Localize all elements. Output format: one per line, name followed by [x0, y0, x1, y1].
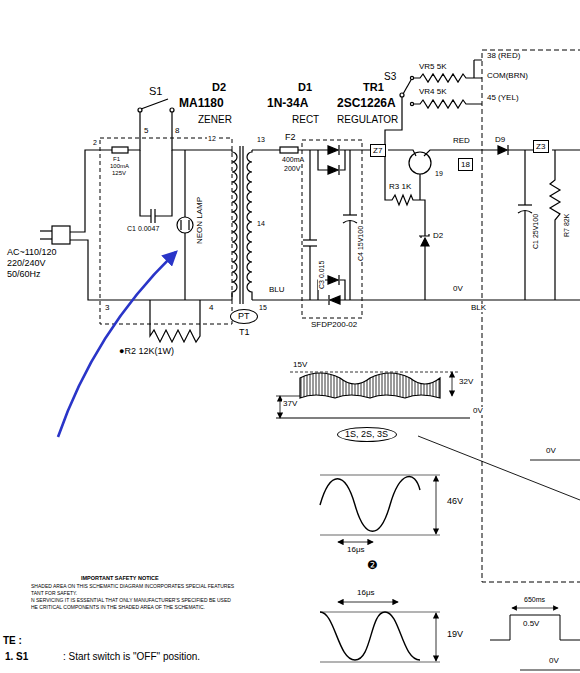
- label-text: 13: [256, 136, 266, 143]
- label-text: 37V: [282, 400, 298, 408]
- label-text: BLU: [268, 286, 286, 294]
- label-text: C3 0.015: [318, 260, 325, 290]
- oval-tag: 1S, 2S, 3S: [337, 427, 397, 442]
- label-text: ZENER: [197, 115, 233, 126]
- label-text: S3: [383, 72, 397, 83]
- label-text: SHADED AREA ON THIS SCHEMATIC DIAGRAM IN…: [30, 584, 235, 589]
- node-text: PT: [238, 311, 250, 321]
- label-text: N SERVICING IT IS ESSENTIAL THAT ONLY MA…: [30, 598, 232, 603]
- label-text: 32V: [458, 378, 474, 386]
- label-text: 0.5V: [522, 620, 540, 628]
- label-text: T1: [238, 328, 251, 337]
- label-text: F2: [284, 133, 297, 142]
- fuse-symbol: [112, 147, 128, 153]
- label-text: ❷: [366, 559, 379, 572]
- resistor-symbol: [150, 300, 200, 342]
- label-text: 220/240V: [6, 259, 47, 268]
- sine-waveform: [320, 476, 420, 531]
- label-text: 0V: [548, 657, 560, 665]
- neon-lamp-symbol: [177, 217, 193, 233]
- plug-symbol: [52, 226, 70, 244]
- terminal-box: Z3: [533, 140, 549, 153]
- oval-tag: PT: [230, 309, 258, 324]
- node-text: Z3: [536, 142, 545, 151]
- label-text: D2: [432, 232, 444, 240]
- terminal-box: Z7: [370, 144, 386, 157]
- label-text: 2SC1226A: [336, 97, 397, 110]
- label-text: RED: [452, 137, 471, 145]
- label-text: S1: [148, 86, 163, 98]
- label-text: C1 0.0047: [126, 225, 160, 232]
- label-text: TE :: [2, 636, 23, 647]
- label-text: 0V: [452, 285, 464, 293]
- label-text: 400mA: [281, 156, 305, 163]
- label-text: 19: [434, 170, 444, 177]
- transistor-symbol: [409, 152, 431, 174]
- label-text: RECT: [291, 115, 320, 126]
- label-text: 15V: [292, 361, 308, 369]
- node-text: Z7: [373, 146, 382, 155]
- label-text: 16μs: [346, 546, 366, 554]
- label-text: ●R2 12K(1W): [118, 347, 175, 356]
- label-text: 2: [92, 139, 98, 146]
- label-text: C4 15V100: [357, 225, 364, 262]
- label-text: 100mA: [109, 163, 130, 169]
- label-text: HE CRITICAL COMPONENTS IN THE SHADED ARE…: [30, 605, 206, 610]
- label-text: VR5 5K: [418, 63, 448, 71]
- transformer-coil: [247, 150, 252, 300]
- label-text: 12: [207, 135, 217, 142]
- terminal-box: 18: [458, 158, 473, 171]
- fuse-symbol: [280, 147, 298, 153]
- label-text: 19V: [446, 630, 464, 639]
- label-text: F1: [112, 156, 121, 162]
- label-text: C1 25V100: [532, 213, 539, 250]
- label-text: TR1: [362, 82, 385, 94]
- label-text: D9: [494, 136, 506, 144]
- transformer-coil: [232, 150, 237, 300]
- label-text: 5: [143, 127, 149, 135]
- label-text: SFDP200-02: [310, 321, 358, 329]
- label-text: 0V: [545, 447, 557, 455]
- label-text: R7 82K: [563, 213, 570, 238]
- label-text: BLK: [470, 304, 487, 312]
- label-text: D2: [211, 82, 227, 94]
- label-text: 8: [174, 127, 180, 135]
- label-text: 1. S1: [4, 652, 29, 663]
- label-text: IMPORTANT SAFETY NOTICE: [80, 576, 160, 582]
- label-text: 200V: [283, 165, 301, 172]
- label-text: : Start switch is "OFF" position.: [62, 652, 201, 663]
- label-text: D1: [297, 82, 313, 94]
- label-text: 45 (YEL): [486, 94, 520, 102]
- node-text: 18: [461, 160, 470, 169]
- label-text: 46V: [446, 497, 464, 506]
- label-text: NEON LAMP: [196, 196, 204, 245]
- label-text: COM(BRN): [486, 72, 529, 80]
- annotation-arrow: [58, 252, 176, 437]
- label-text: 38 (RED): [486, 52, 521, 60]
- label-text: AC~110/120: [6, 248, 58, 257]
- label-text: 4: [208, 304, 214, 312]
- label-text: 0V: [472, 407, 484, 415]
- label-text: 50/60Hz: [6, 270, 42, 279]
- label-text: 3: [104, 304, 110, 312]
- label-text: 16μs: [356, 589, 376, 597]
- label-text: 125V: [111, 170, 127, 176]
- label-text: VR4 5K: [418, 88, 448, 96]
- label-text: 15: [258, 304, 268, 311]
- label-text: MA1180: [178, 97, 225, 110]
- label-text: 1N-34A: [266, 97, 309, 110]
- label-text: 650ms: [523, 596, 546, 603]
- label-text: R3 1K: [388, 183, 412, 191]
- label-text: REGULATOR: [336, 115, 399, 126]
- label-text: 14: [256, 220, 266, 227]
- switch-symbol: [141, 99, 168, 109]
- label-text: TANT FOR SAFETY.: [30, 591, 78, 596]
- node-text: 1S, 2S, 3S: [345, 429, 388, 439]
